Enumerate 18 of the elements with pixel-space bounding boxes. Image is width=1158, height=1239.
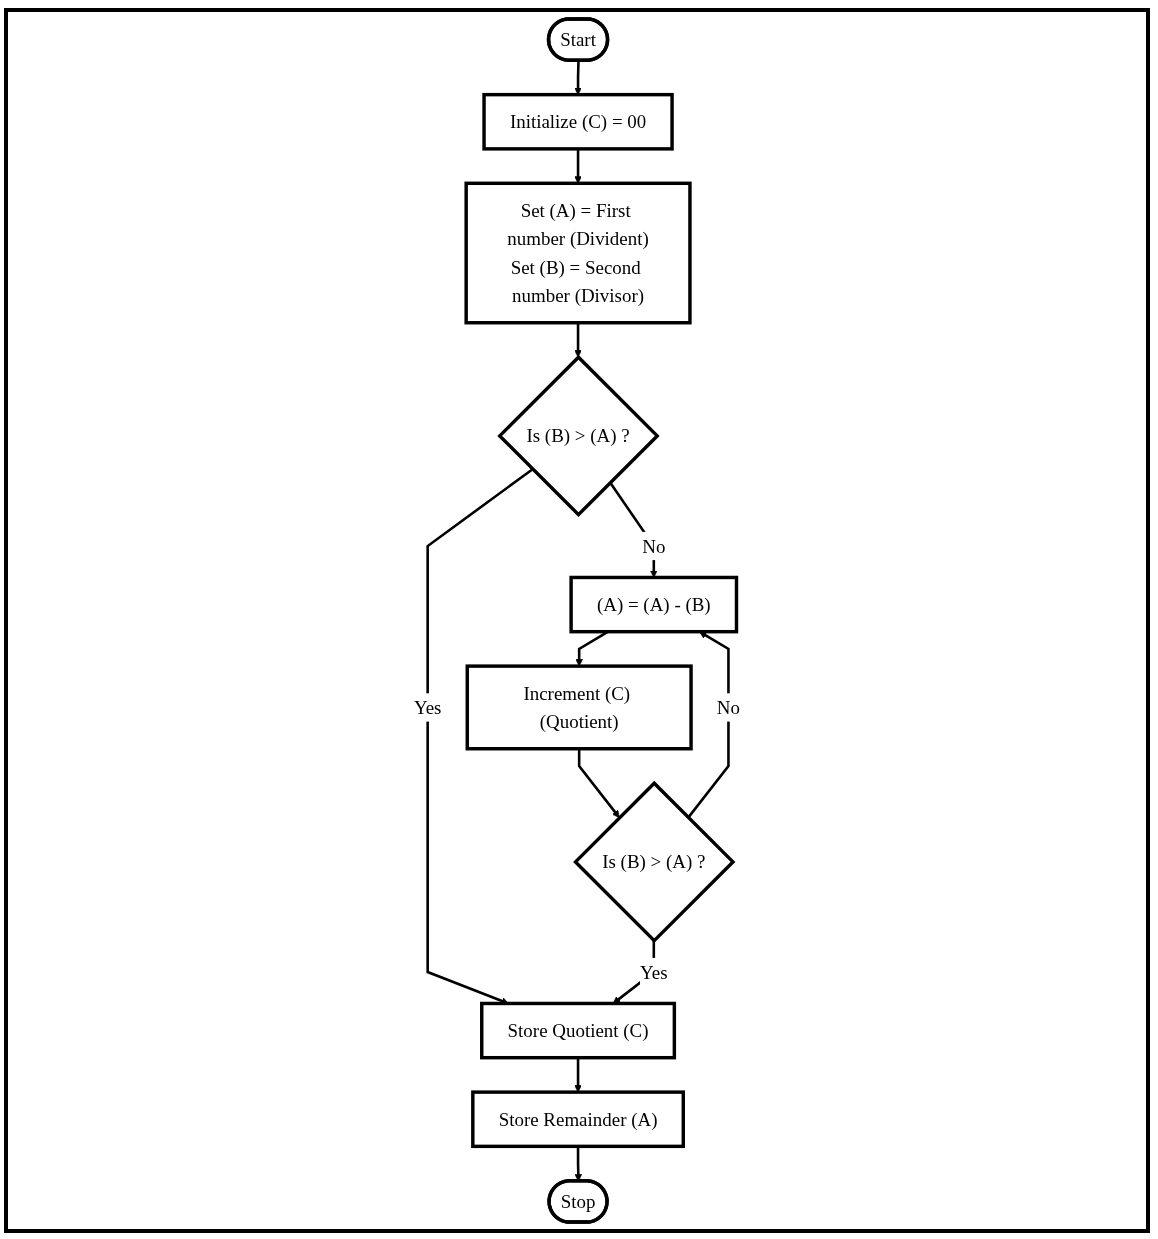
- node-box: [482, 92, 674, 151]
- arrow: [577, 748, 620, 818]
- edge-label: No: [716, 696, 741, 719]
- node-box: [471, 1090, 686, 1149]
- arrow: [574, 322, 582, 358]
- node-diamond: [497, 354, 660, 518]
- node-box: [480, 1001, 677, 1060]
- edge-label: Yes: [413, 696, 442, 719]
- node-box: [569, 575, 739, 634]
- edge-label: No: [642, 535, 666, 557]
- node-diamond: [573, 780, 736, 944]
- node-box: [464, 181, 692, 325]
- edge-label: Yes: [640, 961, 668, 983]
- arrow: [574, 148, 582, 184]
- diagram-frame: Yes No No Yes Start Initialize (C) = 00 Set (A) = First number (Divident) Set (B) = Second number (Divisor) Is (B) > (A) ? (A) = (A) - (B) Increment (C) (Quotient) Is (B) > (A) ? Store Quotient (C) Store Remainder (A) Stop: [4, 8, 1150, 1233]
- node-box: [465, 664, 693, 751]
- arrow: [574, 60, 582, 95]
- arrow: [574, 1057, 582, 1093]
